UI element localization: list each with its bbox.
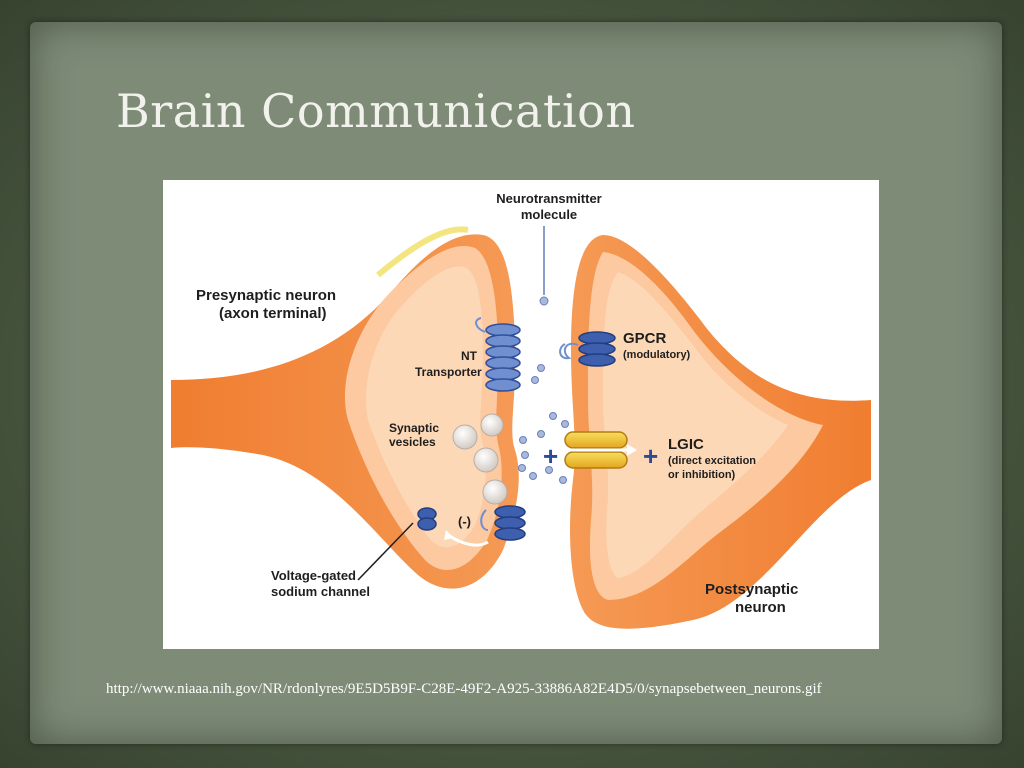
nt-transporter-label-line1: NT (461, 349, 478, 363)
synapse-diagram: + + (-) Neurotransmitter molecule Presyn… (163, 180, 879, 649)
gpcr-receptor-icon (559, 331, 616, 367)
synapse-illustration: + + (-) Neurotransmitter molecule Presyn… (171, 191, 871, 629)
gpcr-sublabel: (modulatory) (623, 349, 691, 361)
postsynaptic-label-line1: Postsynaptic (705, 581, 798, 598)
sodium-channel-label-line1: Voltage-gated (271, 568, 356, 583)
neurotransmitter-label-line2: molecule (521, 207, 577, 222)
plus-sign-left: + (543, 441, 558, 471)
synaptic-vesicles-icon (452, 413, 508, 505)
lgic-label: LGIC (668, 436, 704, 453)
lgic-channel-icon (564, 431, 637, 469)
gpcr-label: GPCR (623, 330, 667, 347)
sodium-channel-pointer-line (357, 522, 414, 581)
sodium-channel-icon (417, 505, 526, 547)
negative-sign-label: (-) (458, 514, 471, 529)
presynaptic-neuron (171, 226, 519, 589)
lgic-sublabel-line1: (direct excitation (668, 455, 756, 467)
lgic-sublabel-line2: or inhibition) (668, 469, 736, 481)
neurotransmitter-label-line1: Neurotransmitter (496, 191, 601, 206)
sodium-channel-label-line2: sodium channel (271, 584, 370, 599)
presynaptic-label-line2: (axon terminal) (219, 305, 327, 322)
synaptic-vesicles-label-line2: vesicles (389, 435, 436, 449)
synaptic-vesicles-label-line1: Synaptic (389, 421, 439, 435)
nt-transporter-icon (475, 317, 521, 392)
postsynaptic-label-line2: neuron (735, 599, 786, 616)
source-url: http://www.niaaa.nih.gov/NR/rdonlyres/9E… (106, 681, 822, 697)
neurotransmitter-molecule-icon (539, 296, 549, 306)
nt-transporter-label-line2: Transporter (415, 365, 482, 379)
slide-title: Brain Communication (116, 84, 636, 138)
postsynaptic-neuron (570, 235, 871, 629)
plus-sign-right: + (643, 441, 658, 471)
presynaptic-label-line1: Presynaptic neuron (196, 287, 336, 304)
